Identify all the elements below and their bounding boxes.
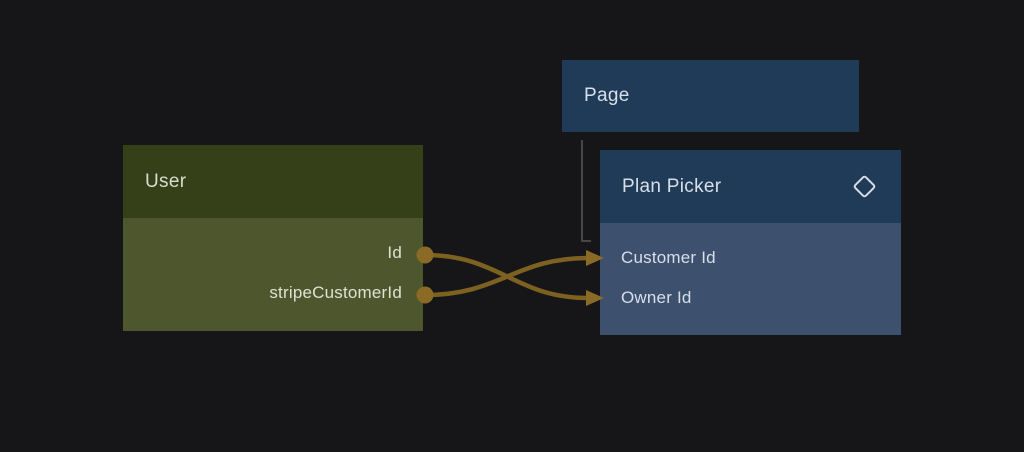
diamond-icon [852, 174, 877, 199]
node-plan-picker-header[interactable]: Plan Picker [600, 150, 901, 223]
field-id-label: Id [387, 243, 402, 262]
field-owner-id-label: Owner Id [621, 288, 692, 307]
node-page[interactable]: Page [562, 60, 859, 132]
edge-stripecustomerid-to-customer-id[interactable] [424, 255, 589, 298]
field-id[interactable]: Id [123, 233, 423, 273]
node-user-title: User [145, 170, 187, 192]
node-user-body: Id stripeCustomerId [123, 218, 423, 331]
node-user-header[interactable]: User [123, 145, 423, 218]
field-owner-id[interactable]: Owner Id [600, 278, 901, 318]
edge-id-to-owner-id[interactable] [424, 252, 589, 301]
node-plan-picker-body: Customer Id Owner Id [600, 223, 901, 335]
node-user[interactable]: User Id stripeCustomerId [123, 145, 423, 331]
node-plan-picker[interactable]: Plan Picker Customer Id Owner Id [600, 150, 901, 335]
field-customer-id-label: Customer Id [621, 248, 716, 267]
node-page-title: Page [584, 85, 630, 106]
field-customer-id[interactable]: Customer Id [600, 238, 901, 278]
field-stripecustomerid[interactable]: stripeCustomerId [123, 273, 423, 313]
field-stripecustomerid-label: stripeCustomerId [269, 283, 402, 302]
edge-page-to-plan-picker[interactable] [581, 140, 591, 242]
node-plan-picker-title: Plan Picker [622, 175, 722, 197]
